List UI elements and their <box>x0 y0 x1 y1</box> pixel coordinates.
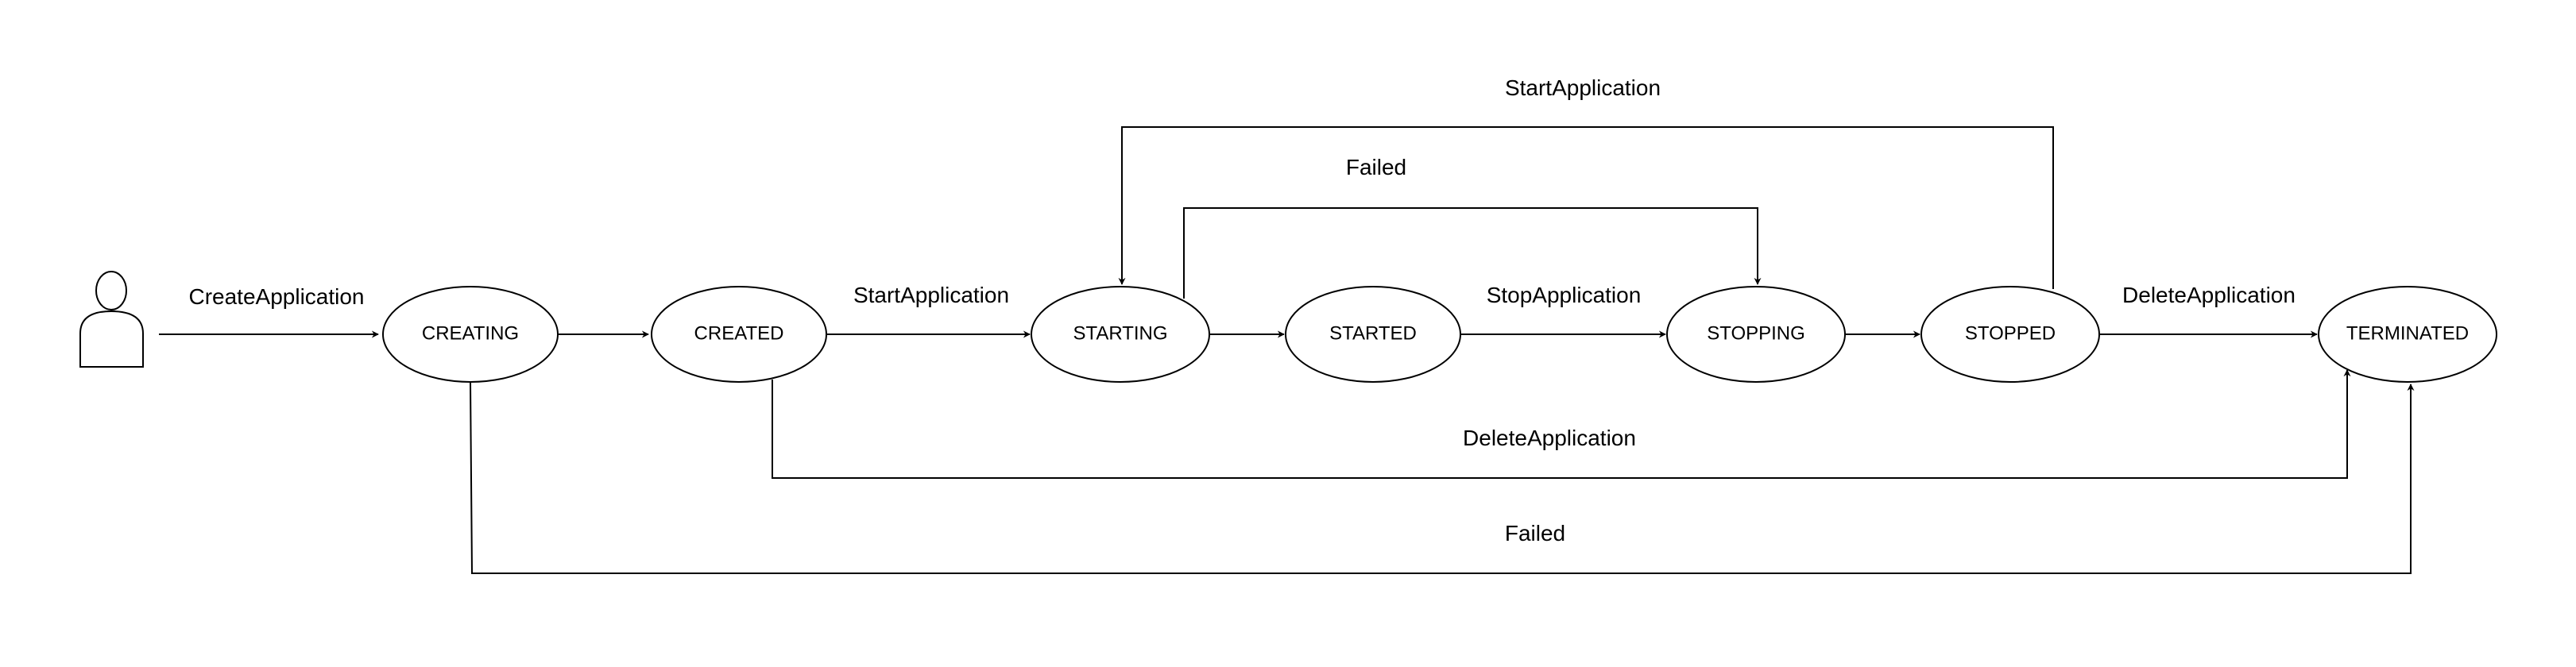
label-failed-creating-to-terminated: Failed <box>1505 521 1565 546</box>
label-delete-application-from-created: DeleteApplication <box>1463 426 1636 450</box>
edge-failed-creating-to-terminated <box>470 382 2415 574</box>
state-started: STARTED <box>1285 286 1461 383</box>
state-label: STARTED <box>1329 322 1417 344</box>
edge-start-application-from-stopped <box>1118 126 2054 289</box>
state-starting: STARTING <box>1031 286 1210 383</box>
edge-delete-application-from-created <box>772 369 2351 479</box>
label-start-application-from-stopped: StartApplication <box>1505 75 1661 100</box>
edge-failed-starting-to-stopping <box>1183 207 1762 299</box>
state-label: TERMINATED <box>2346 322 2469 344</box>
state-label: STARTING <box>1073 322 1167 344</box>
state-creating: CREATING <box>382 286 559 383</box>
label-stop-application: StopApplication <box>1487 283 1642 307</box>
state-terminated: TERMINATED <box>2318 286 2497 383</box>
state-label: STOPPING <box>1707 322 1805 344</box>
state-stopped: STOPPED <box>1920 286 2100 383</box>
label-failed-starting-to-stopping: Failed <box>1346 155 1406 179</box>
label-create-application: CreateApplication <box>188 284 364 309</box>
state-label: STOPPED <box>1965 322 2056 344</box>
state-label: CREATED <box>694 322 784 344</box>
label-start-application-from-created: StartApplication <box>853 283 1009 307</box>
state-label: CREATING <box>422 322 519 344</box>
state-created: CREATED <box>651 286 827 383</box>
user-icon <box>79 271 144 368</box>
state-stopping: STOPPING <box>1666 286 1846 383</box>
label-delete-application-from-stopped: DeleteApplication <box>2122 283 2296 307</box>
